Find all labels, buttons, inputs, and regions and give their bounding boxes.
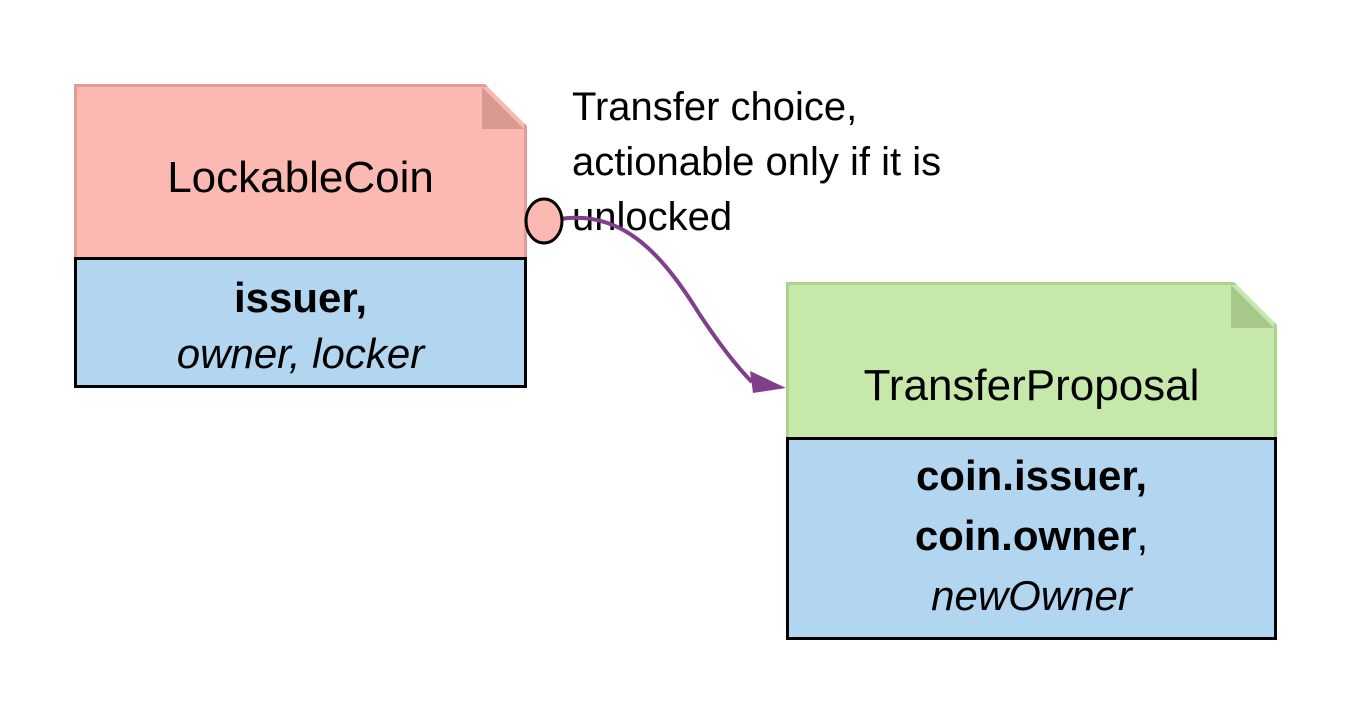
annotation-line-2: actionable only if it is: [572, 140, 942, 184]
transfer-choice-annotation: Transfer choice, actionable only if it i…: [572, 80, 941, 245]
transfer-proposal-signatory-issuer: coin.issuer,: [915, 452, 1148, 499]
annotation-line-1: Transfer choice,: [572, 85, 858, 129]
transfer-proposal-parties: coin.issuer, coin.owner, newOwner: [786, 437, 1277, 640]
transfer-proposal-observer: newOwner: [931, 572, 1132, 619]
annotation-line-3: unlocked: [572, 195, 733, 239]
lockable-coin-observers: owner, locker: [176, 330, 425, 377]
transfer-proposal-header: TransferProposal: [786, 282, 1277, 442]
transfer-proposal-title: TransferProposal: [863, 361, 1200, 410]
transfer-proposal-owner-comma: ,: [1136, 512, 1149, 559]
transfer-arrow: [559, 215, 754, 384]
lockable-coin-title: LockableCoin: [167, 153, 434, 202]
choice-circle-icon: [524, 197, 564, 245]
transfer-proposal-signatory-owner: coin.owner: [914, 512, 1137, 559]
lockable-coin-signatory: issuer,: [233, 274, 368, 321]
transfer-proposal-signatory-owner-line: coin.owner,: [789, 506, 1274, 566]
arrowhead-icon: [750, 371, 786, 393]
lockable-coin-parties: issuer, owner, locker: [74, 257, 527, 388]
lockable-coin-template: LockableCoin issuer, owner, locker: [74, 84, 527, 388]
transfer-proposal-template: TransferProposal coin.issuer, coin.owner…: [786, 282, 1277, 640]
